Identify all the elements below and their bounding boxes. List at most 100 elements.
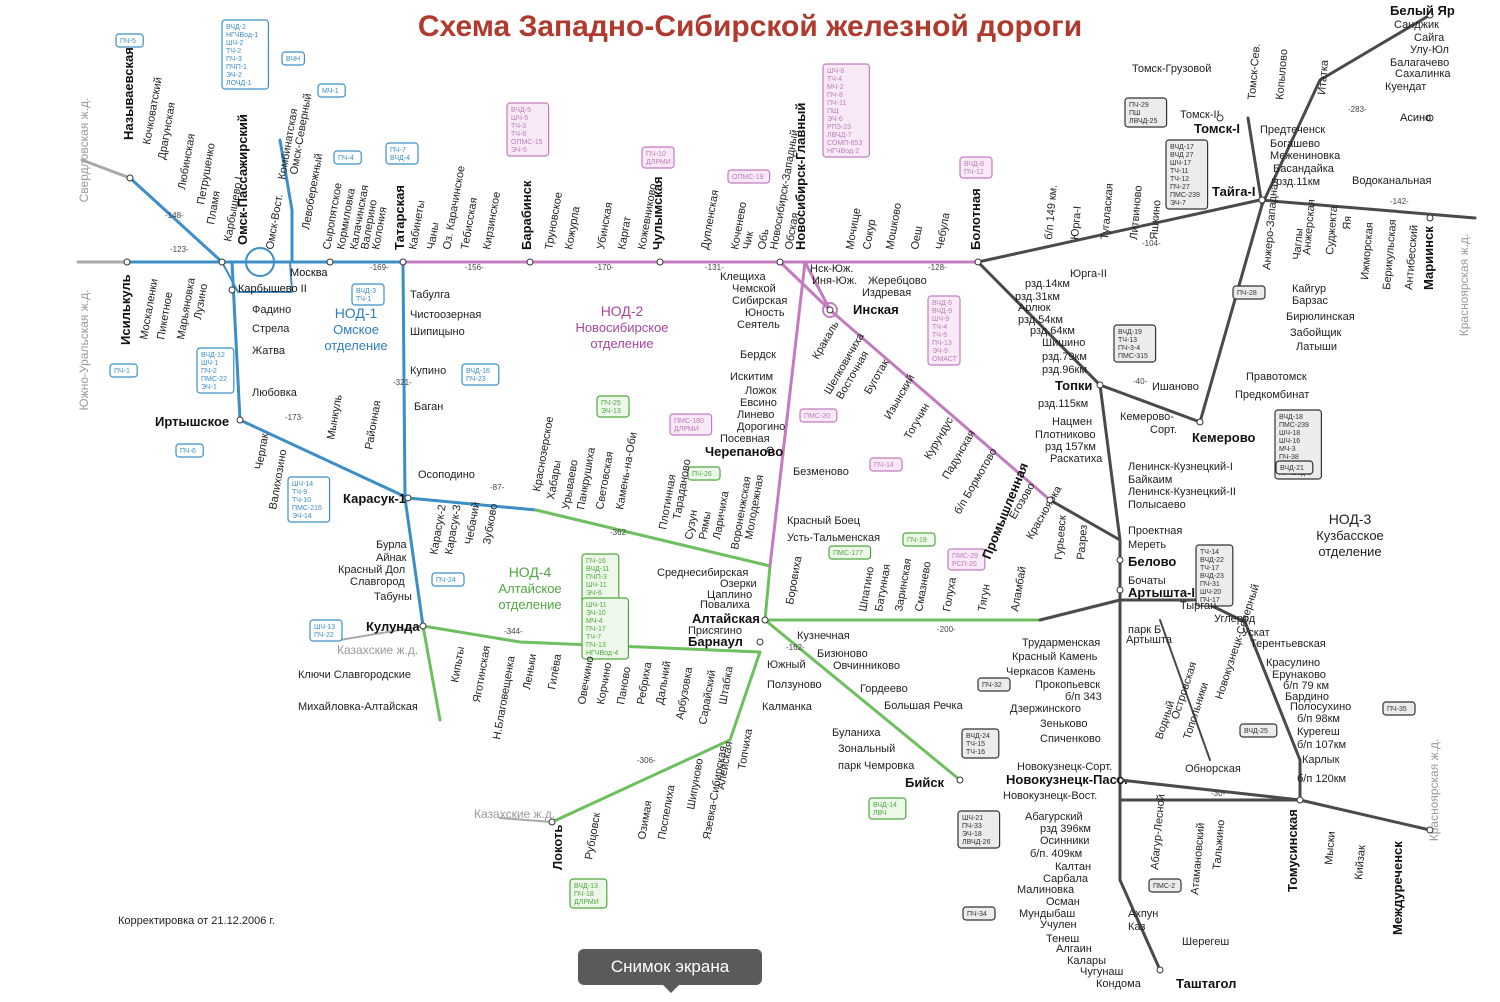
depot-code: ВЧД-6 — [932, 300, 952, 307]
station-label: Черкасов Камень — [1006, 666, 1096, 678]
station-label: Кракаль — [810, 319, 842, 362]
depot-code: ПЧ-13 — [932, 340, 952, 347]
station-marker[interactable] — [236, 416, 244, 424]
station-name: Барнаул — [688, 634, 743, 649]
department-code: НОД-4 — [509, 564, 552, 580]
station-marker[interactable] — [1096, 381, 1104, 389]
station-marker[interactable] — [1296, 796, 1304, 804]
station-marker[interactable] — [1426, 214, 1434, 222]
station-marker[interactable] — [761, 616, 769, 624]
station-marker[interactable] — [1116, 776, 1124, 784]
depot-code: ВЧД-17 — [1170, 144, 1194, 151]
station-marker[interactable] — [656, 258, 664, 266]
station-marker[interactable] — [956, 776, 964, 784]
station-marker[interactable] — [399, 258, 407, 266]
station-marker[interactable] — [419, 622, 427, 630]
station-label: Сибирская — [732, 295, 787, 307]
railway-line — [1118, 620, 1302, 802]
station-label: Михайловка-Алтайская — [298, 701, 418, 713]
station-label: Калары — [1067, 955, 1106, 967]
distance-marker: -321- — [393, 378, 412, 387]
depot-code: ЛВЧД-26 — [962, 839, 991, 846]
depot-code: МЧ-3 — [1279, 446, 1296, 453]
station-label: Бирюлинская — [1286, 311, 1355, 323]
station-marker[interactable] — [1196, 418, 1204, 426]
station-marker[interactable] — [1258, 196, 1266, 204]
station-label: Топчиха — [736, 727, 755, 771]
station-marker[interactable] — [126, 174, 134, 182]
station-marker[interactable] — [404, 494, 412, 502]
depot-code: ШЧ-20 — [1200, 589, 1221, 596]
station-marker[interactable] — [974, 258, 982, 266]
station-label: Томск-II — [1180, 109, 1220, 121]
neighbor-railway-label: Красноярская ж.д. — [1427, 739, 1441, 842]
station-marker[interactable] — [1426, 826, 1434, 834]
station-label: Цаплино — [707, 589, 752, 601]
station-marker[interactable] — [1216, 114, 1224, 122]
station-label: Тугалаская — [1099, 183, 1116, 241]
station-marker[interactable] — [756, 638, 764, 646]
depot-code: ШЧ-14 — [292, 481, 313, 488]
station-marker[interactable] — [1426, 11, 1434, 19]
screenshot-tooltip[interactable]: Снимок экрана — [578, 949, 762, 985]
station-marker[interactable] — [1156, 966, 1164, 974]
station-label: Ложок — [745, 385, 777, 397]
station-marker[interactable] — [1046, 496, 1054, 504]
station-label: Штабка — [717, 665, 736, 706]
department-code: НОД-1 — [335, 305, 378, 321]
station-name: Омск-Пассажирский — [235, 114, 250, 245]
department-name: отделение — [324, 338, 387, 353]
station-marker[interactable] — [766, 446, 774, 454]
station-label: Мочище — [844, 207, 863, 251]
station-label: Антибесский — [1403, 224, 1421, 290]
station-label: Дзержинского — [1010, 703, 1081, 715]
depot-code: ПЧ-25 — [601, 400, 621, 407]
station-label: Дупленская — [699, 189, 721, 251]
depot-info-box: ОПМС-19 — [727, 169, 771, 184]
station-label: Фадино — [252, 304, 291, 316]
station-marker[interactable] — [776, 258, 784, 266]
depot-code: ШЧ-11 — [586, 582, 607, 589]
station-marker[interactable] — [1116, 556, 1124, 564]
station-name: Кемерово — [1192, 430, 1256, 445]
station-label: рзд.96км — [1042, 364, 1087, 376]
station-label: Мошково — [884, 202, 904, 250]
station-marker[interactable] — [228, 286, 236, 294]
department-code: НОД-3 — [1329, 511, 1372, 527]
depot-code: ЭЧ-9 — [932, 348, 948, 355]
station-label: Корчино — [595, 662, 614, 706]
depot-code: ТЧ-7 — [586, 634, 601, 641]
railway-line — [1260, 13, 1432, 207]
depot-info-box: ПЧ-35 — [1382, 701, 1416, 716]
depot-code: ЭЧ-14 — [292, 513, 312, 520]
station-label: Пламя — [205, 190, 223, 226]
distance-marker: -142- — [1390, 197, 1409, 206]
depot-code: ПЧП-3 — [586, 574, 607, 581]
depot-code: ДЛРМИ — [674, 426, 699, 433]
depot-code: ПЧ-38 — [1279, 454, 1299, 461]
station-label: Обь — [756, 228, 771, 251]
station-label: Чугунаш — [1080, 966, 1124, 978]
station-marker[interactable] — [326, 258, 334, 266]
station-label: Анжерская — [1301, 199, 1318, 256]
station-label: Томск-Грузовой — [1132, 63, 1211, 75]
station-label: Посевная — [720, 433, 770, 445]
station-marker[interactable] — [526, 258, 534, 266]
station-marker[interactable] — [218, 258, 226, 266]
depot-info-box: ШЧ-6ТЧ-4МЧ-2ПЧ-8ПЧ-11ПЩЭЧ-6РПЗ-23ЛВЧД-7С… — [822, 63, 871, 158]
station-marker[interactable] — [548, 818, 556, 826]
depot-code: ВЧД-16 — [466, 368, 490, 375]
station-marker[interactable] — [123, 258, 131, 266]
station-label: Кузнечная — [797, 630, 850, 642]
station-label: Камень-на-Оби — [614, 431, 639, 510]
station-marker[interactable] — [826, 306, 834, 314]
distance-marker: -131- — [705, 263, 724, 272]
station-label: Тогучин — [902, 401, 932, 441]
depot-code: ЭЧ-6 — [827, 116, 843, 123]
station-marker[interactable] — [1116, 586, 1124, 594]
station-marker[interactable] — [1426, 114, 1434, 122]
